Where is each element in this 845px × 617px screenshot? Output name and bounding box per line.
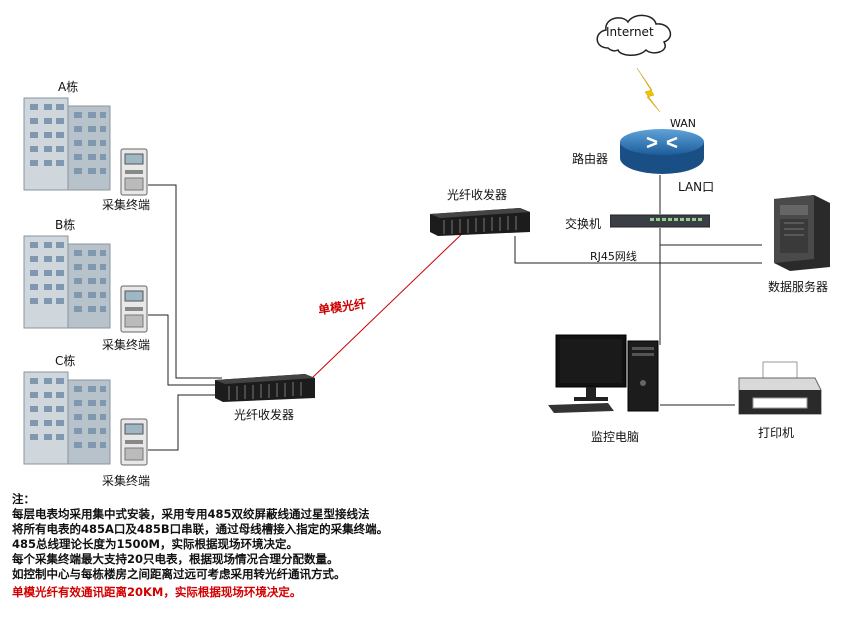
- wire-rj45: [514, 236, 762, 264]
- notes-line-2: 将所有电表的485A口及485B口串联，通过母线槽接入指定的采集终端。: [12, 522, 389, 536]
- switch-icon: [610, 214, 710, 228]
- fiber-line: [309, 227, 469, 381]
- notes-line-1: 每层电表均采用集中式安装，采用专用485双绞屏蔽线通过星型接线法: [12, 507, 370, 521]
- internet-cloud-icon: [596, 14, 672, 56]
- terminal-c-label: 采集终端: [102, 474, 151, 488]
- wan-label: WAN: [670, 117, 697, 130]
- wire-switch-server: [659, 228, 762, 246]
- notes-line-3: 485总线理论长度为1500M，实际根据现场环境决定。: [12, 537, 298, 551]
- building-c-icon: [23, 371, 111, 465]
- building-a-label: A栋: [58, 80, 79, 94]
- terminal-a-icon: [120, 148, 148, 196]
- notes-line-5: 如控制中心与每栋楼房之间距离过远可考虑采用转光纤通讯方式。: [12, 567, 346, 581]
- notes-line-4: 每个采集终端最大支持20只电表，根据现场情况合理分配数量。: [12, 552, 339, 566]
- fiber-transceiver-top-label: 光纤收发器: [447, 188, 508, 202]
- monitor-pc-icon: [548, 334, 659, 413]
- wire-a: [148, 184, 222, 379]
- server-icon: [774, 195, 830, 271]
- wan-lightning: [636, 67, 661, 113]
- server-label: 数据服务器: [768, 280, 829, 294]
- router-icon: [620, 129, 704, 174]
- terminal-a-label: 采集终端: [102, 198, 151, 212]
- terminal-c-icon: [120, 418, 148, 466]
- fiber-transceiver-bottom-icon: [215, 374, 315, 402]
- fiber-transceiver-bottom-label: 光纤收发器: [234, 408, 295, 422]
- monitor-pc-label: 监控电脑: [591, 430, 640, 444]
- lan-label: LAN口: [678, 180, 715, 194]
- notes-panel: 注： 每层电表均采用集中式安装，采用专用485双绞屏蔽线通过星型接线法 将所有电…: [12, 492, 388, 600]
- internet-label: Internet: [606, 25, 654, 39]
- fiber-transceiver-top-icon: [430, 208, 530, 236]
- building-b-icon: [23, 235, 111, 329]
- notes-title: 注：: [12, 492, 35, 506]
- building-a-icon: [23, 97, 111, 191]
- notes-red-line: 单模光纤有效通讯距离20KM，实际根据现场环境决定。: [12, 585, 302, 599]
- router-label: 路由器: [572, 152, 609, 166]
- wire-c: [148, 394, 222, 451]
- wire-b: [148, 314, 222, 386]
- printer-icon: [738, 361, 822, 415]
- printer-label: 打印机: [758, 426, 795, 440]
- terminal-b-label: 采集终端: [102, 338, 151, 352]
- switch-label: 交换机: [565, 217, 602, 231]
- terminal-b-icon: [120, 285, 148, 333]
- building-b-label: B栋: [55, 218, 76, 232]
- building-c-label: C栋: [55, 354, 76, 368]
- rj45-label: RJ45网线: [590, 250, 637, 263]
